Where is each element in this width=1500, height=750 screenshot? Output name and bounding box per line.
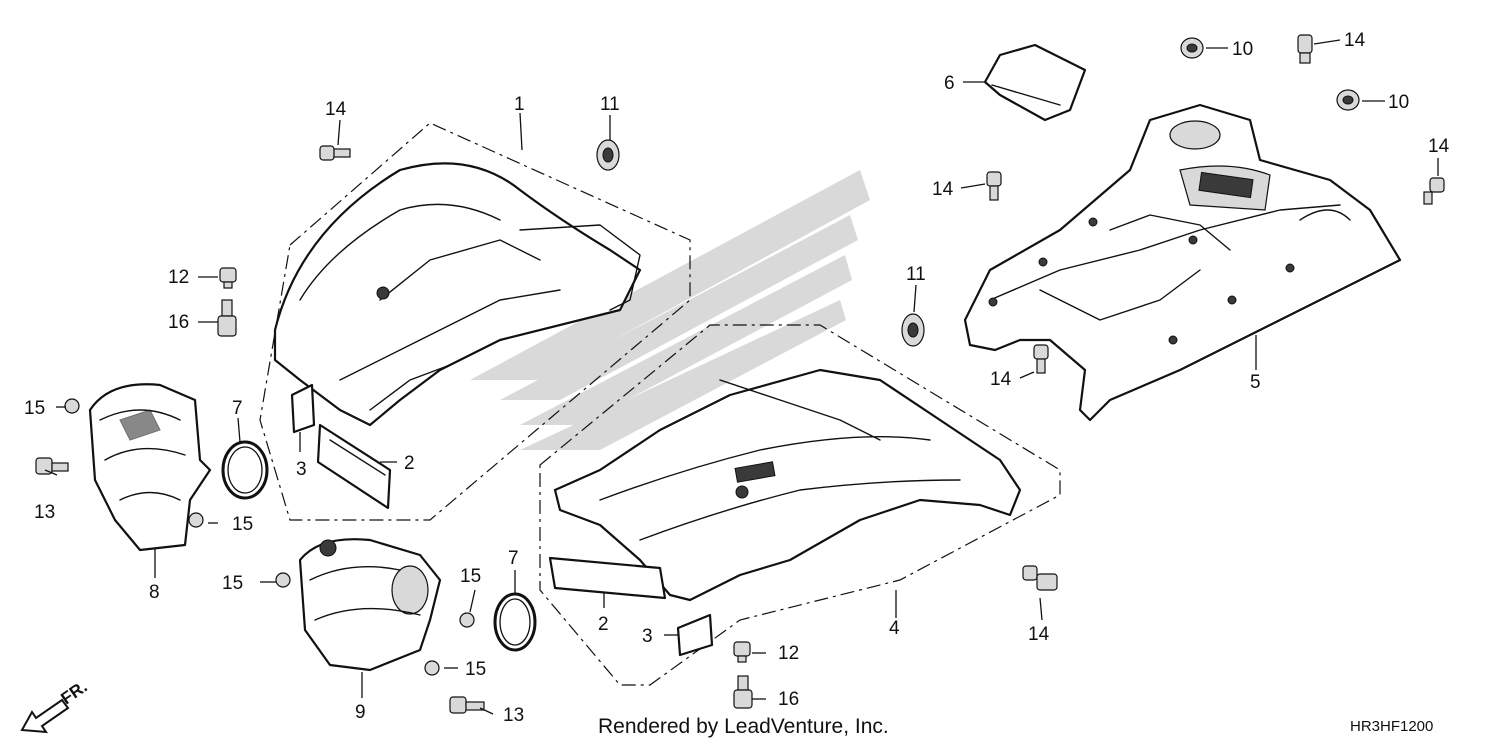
mud-flap-2-left: [316, 423, 392, 510]
screw-15-b: [188, 512, 204, 528]
watermark-logo: [470, 170, 870, 450]
callout-7-b: 7: [508, 548, 519, 569]
callout-15-c: 15: [222, 573, 243, 594]
callout-4: 4: [889, 618, 900, 639]
callout-15-b: 15: [232, 514, 253, 535]
callout-12-b: 12: [778, 643, 799, 664]
bolt-12-rear: [733, 641, 751, 663]
bolt-16-left: [217, 299, 237, 337]
callout-7-a: 7: [232, 398, 243, 419]
callout-3-a: 3: [296, 459, 307, 480]
callout-2-b: 2: [598, 614, 609, 635]
nut-11-front: [596, 139, 620, 171]
mud-flap-3-left: [290, 383, 316, 434]
nut-10-right: [1336, 89, 1360, 111]
nut-10-top: [1180, 37, 1204, 59]
callout-14-a: 14: [325, 99, 347, 120]
callout-15-a: 15: [24, 398, 45, 419]
callout-labels: 1 14 11 12 16 15 13 15 8 7 3 2 15 15 15 …: [24, 30, 1450, 726]
bolt-16-rear: [733, 675, 753, 709]
bolt-14-rear-fender: [1022, 565, 1058, 591]
leader-lines: [44, 39, 1439, 715]
callout-6: 6: [944, 73, 955, 94]
callout-8: 8: [149, 582, 160, 603]
bolt-14-top: [1297, 34, 1313, 64]
callout-10-a: 10: [1232, 39, 1253, 60]
callout-5: 5: [1250, 372, 1261, 393]
rubber-ring-7-left: [221, 440, 269, 500]
cover-6: [983, 43, 1087, 122]
mud-flap-2-rear: [548, 556, 667, 600]
callout-11-b: 11: [906, 264, 926, 285]
callout-9: 9: [355, 702, 366, 723]
callout-14-f: 14: [990, 369, 1012, 390]
callout-13-a: 13: [34, 502, 55, 523]
callout-16-a: 16: [168, 312, 189, 333]
rear-fender-assembly: [539, 313, 1061, 686]
callout-15-e: 15: [465, 659, 486, 680]
callout-14-d: 14: [1428, 136, 1450, 157]
callout-12-a: 12: [168, 267, 189, 288]
screw-15-e: [424, 660, 440, 676]
bolt-14-bottom-panel: [1033, 344, 1049, 374]
callout-16-b: 16: [778, 689, 799, 710]
bolt-13-left: [35, 457, 69, 475]
callout-14-e: 14: [932, 179, 954, 200]
rubber-ring-7-middle: [493, 592, 537, 652]
screw-15-c: [275, 572, 291, 588]
callout-1: 1: [514, 94, 525, 115]
screw-15-a: [64, 398, 80, 414]
nut-11-rear: [901, 313, 925, 347]
front-fender-assembly: [259, 122, 691, 521]
rear-fender-dash-box: [539, 324, 1061, 686]
body-panel-5: [963, 37, 1402, 422]
arrow-icon: [20, 698, 70, 734]
callout-11-a: 11: [600, 94, 620, 115]
callout-14-b: 14: [1028, 624, 1050, 645]
callout-10-b: 10: [1388, 92, 1409, 113]
callout-13-b: 13: [503, 705, 524, 726]
render-credit: Rendered by LeadVenture, Inc.: [598, 715, 889, 738]
bolt-12-left: [219, 267, 237, 289]
mud-flap-3-rear: [676, 613, 714, 657]
bolt-14-left-fender: [319, 145, 351, 161]
callout-3-b: 3: [642, 626, 653, 647]
bolt-13-middle: [449, 696, 485, 714]
side-cover-8: [88, 383, 212, 552]
bolt-14-left-panel: [986, 171, 1002, 201]
side-cover-9: [298, 538, 442, 672]
bolt-14-right-panel: [1423, 177, 1445, 205]
callout-14-c: 14: [1344, 30, 1366, 51]
front-direction-arrow: FR.: [20, 677, 91, 734]
callout-15-d: 15: [460, 566, 481, 587]
callout-2-a: 2: [404, 453, 415, 474]
diagram-code: HR3HF1200: [1350, 718, 1433, 735]
screw-15-d: [459, 612, 475, 628]
